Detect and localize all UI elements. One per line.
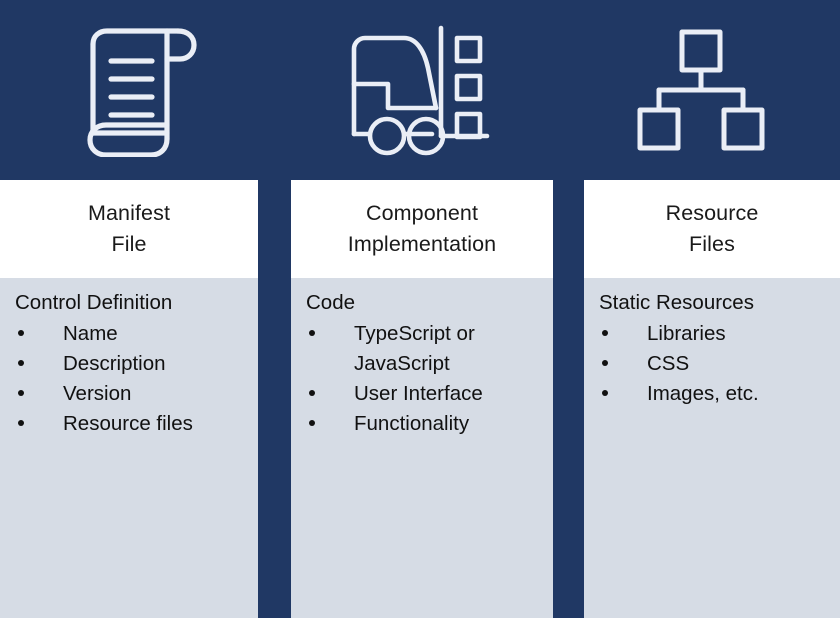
scroll-document-icon	[75, 23, 205, 157]
bullet-list: TypeScript or JavaScript User Interface …	[306, 319, 547, 439]
list-item: Images, etc.	[599, 379, 834, 409]
bullet-dot-icon	[18, 390, 24, 396]
card-header-line-2: File	[111, 232, 147, 256]
column-row: Manifest File Control Definition Name De…	[0, 180, 840, 618]
column-gap-2	[553, 180, 584, 618]
list-item-label: Images, etc.	[647, 382, 759, 405]
list-item: Description	[15, 349, 252, 379]
column-gap-1	[258, 180, 291, 618]
list-item: Name	[15, 319, 252, 349]
bullet-dot-icon	[18, 330, 24, 336]
list-item-label: CSS	[647, 352, 690, 375]
icon-cell-manifest	[0, 0, 280, 180]
list-item-label: User Interface	[354, 382, 483, 405]
forklift-icon	[344, 24, 496, 156]
icon-banner	[0, 0, 840, 180]
body-title: Code	[306, 291, 356, 314]
body-title: Control Definition	[15, 291, 173, 314]
bullet-dot-icon	[602, 330, 608, 336]
list-item: Functionality	[306, 409, 547, 439]
bullet-dot-icon	[602, 390, 608, 396]
column-component-implementation: Component Implementation Code TypeScript…	[291, 180, 553, 618]
card-header-manifest-file: Manifest File	[0, 180, 258, 278]
list-item: Libraries	[599, 319, 834, 349]
bullet-dot-icon	[18, 360, 24, 366]
card-body-resource-files: Static Resources Libraries CSS Images, e…	[584, 278, 840, 618]
hierarchy-icon	[635, 27, 765, 153]
bullet-list: Name Description Version Resource files	[15, 319, 252, 439]
list-item-label-wrap: JavaScript	[354, 352, 450, 375]
card-header-component-implementation: Component Implementation	[291, 180, 553, 278]
list-item-continuation: JavaScript	[306, 349, 547, 379]
list-item-label: Description	[63, 352, 166, 375]
list-item-label: TypeScript or	[354, 322, 475, 345]
column-resource-files: Resource Files Static Resources Librarie…	[584, 180, 840, 618]
card-header-line-1: Component	[365, 201, 479, 225]
list-item-label: Resource files	[63, 412, 193, 435]
bullet-dot-icon	[602, 360, 608, 366]
icon-cell-component	[280, 0, 560, 180]
bullet-dot-icon	[309, 390, 315, 396]
card-header-resource-files: Resource Files	[584, 180, 840, 278]
bullet-dot-icon	[309, 330, 315, 336]
card-header-line-1: Resource	[665, 201, 759, 225]
body-title: Static Resources	[599, 291, 754, 314]
list-item-label: Functionality	[354, 412, 470, 435]
list-item: Resource files	[15, 409, 252, 439]
card-body-manifest-file: Control Definition Name Description Vers…	[0, 278, 258, 618]
column-manifest-file: Manifest File Control Definition Name De…	[0, 180, 258, 618]
list-item-label: Version	[63, 382, 132, 405]
list-item: CSS	[599, 349, 834, 379]
list-item-label: Libraries	[647, 322, 726, 345]
list-item-label: Name	[63, 322, 118, 345]
list-item: User Interface	[306, 379, 547, 409]
bullet-dot-icon	[309, 420, 315, 426]
icon-row	[0, 0, 840, 180]
card-header-line-2: Files	[689, 232, 735, 256]
bullet-list: Libraries CSS Images, etc.	[599, 319, 834, 409]
card-body-component-implementation: Code TypeScript or JavaScript User Inter…	[291, 278, 553, 618]
icon-cell-resource	[560, 0, 840, 180]
card-header-line-1: Manifest	[87, 201, 171, 225]
bullet-dot-icon	[18, 420, 24, 426]
card-header-line-2: Implementation	[347, 232, 497, 256]
list-item: Version	[15, 379, 252, 409]
list-item: TypeScript or	[306, 319, 547, 349]
